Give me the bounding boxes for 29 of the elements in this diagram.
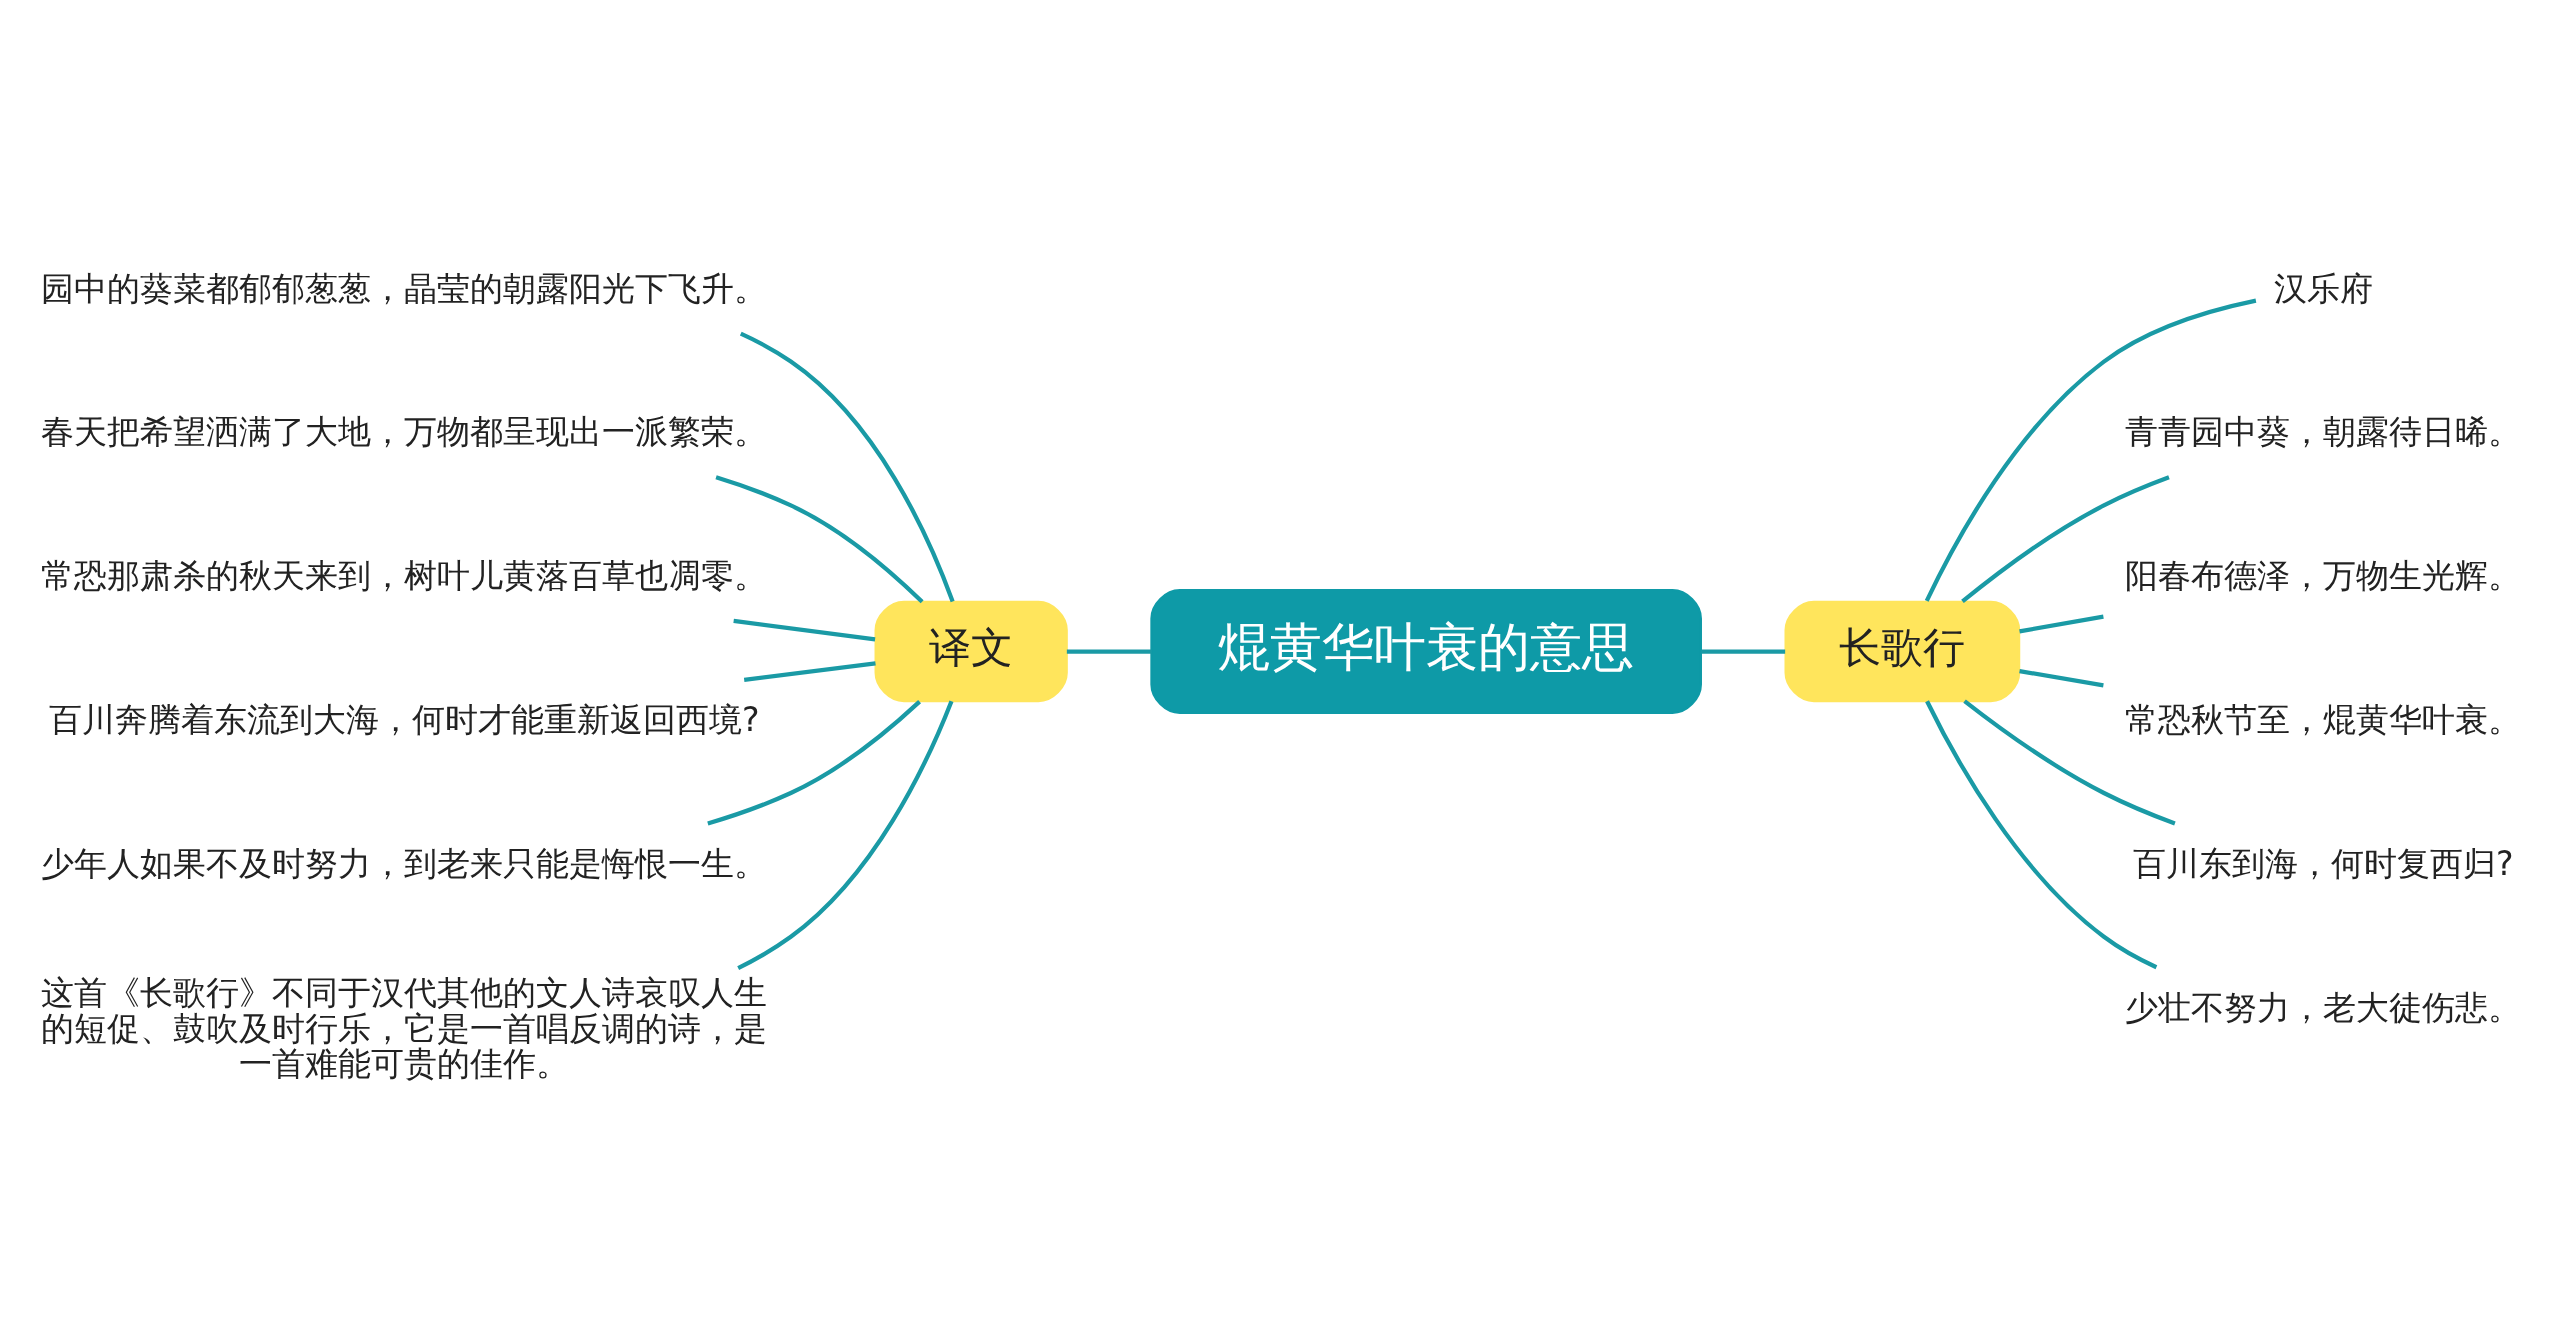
connector (1701, 648, 1786, 654)
node-text: 百川东到海，何时复西归? (2132, 843, 2514, 883)
connector (737, 699, 954, 970)
connector (2019, 668, 2104, 687)
connector (733, 618, 876, 641)
connector (1961, 474, 2170, 603)
connector (1963, 698, 2176, 825)
node-text: 少年人如果不及时努力，到老来只能是悔恨一生。 (41, 843, 768, 883)
node-text: 青青园中葵，朝露待日晞。 (2125, 411, 2522, 451)
node-text: 百川奔腾着东流到大海，何时才能重新返回西境? (48, 699, 760, 739)
node-text: 这首《长歌行》不同于汉代其他的文人诗哀叹人生的短促、鼓吹及时行乐，它是一首唱反调的诗，是一首难能可贵的佳作。 (41, 972, 768, 1083)
connector (715, 474, 924, 603)
node-text: 汉乐府 (2273, 268, 2373, 308)
node-text: 少壮不努力，老大徒伤悲。 (2125, 987, 2522, 1027)
connector (1924, 298, 2257, 602)
connector (2019, 614, 2104, 633)
connector (1066, 648, 1152, 654)
connector (743, 660, 876, 682)
connector (707, 699, 921, 825)
node-box: 长歌行 (1784, 600, 2021, 702)
connector (1925, 699, 2158, 969)
node-text: 常恐秋节至，焜黄华叶衰。 (2125, 699, 2522, 739)
node-text: 阳春布德泽，万物生光辉。 (2125, 555, 2522, 595)
node-text: 春天把希望洒满了大地，万物都呈现出一派繁荣。 (41, 411, 768, 451)
node-text: 常恐那肃杀的秋天来到，树叶儿黄落百草也凋零。 (41, 555, 768, 595)
connector (739, 331, 955, 602)
node-text: 园中的葵菜都郁郁葱葱，晶莹的朝露阳光下飞升。 (41, 268, 768, 308)
node-box: 焜黄华叶衰的意思 (1150, 588, 1702, 714)
node-box: 译文 (874, 600, 1068, 702)
